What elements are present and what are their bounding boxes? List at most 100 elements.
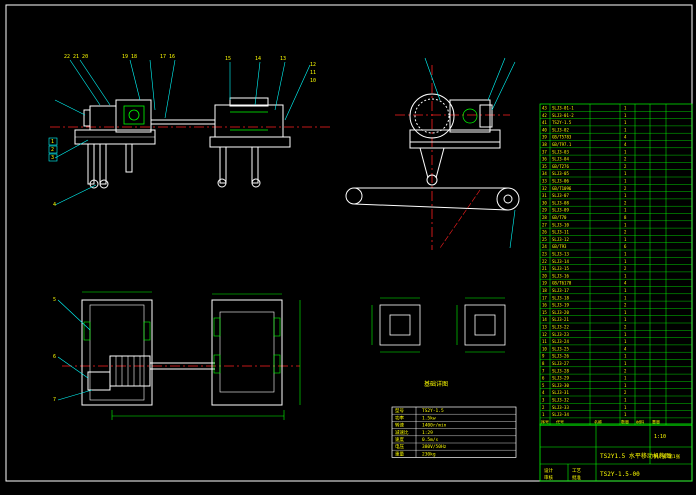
parts-row-code: SLJ3-01-1	[552, 106, 574, 111]
parts-row-number: 37	[542, 149, 547, 154]
parts-row-qty: 1	[624, 412, 627, 417]
tech-param-key: 电压	[395, 443, 404, 450]
parts-row-qty: 2	[624, 325, 627, 330]
title-block-title: TS2Y1.5 水平移动机构图	[600, 452, 671, 460]
parts-row-number: 40	[542, 127, 547, 132]
parts-row-code: GB/T93	[552, 244, 567, 249]
parts-row-number: 29	[542, 208, 547, 213]
svg-text:14: 14	[255, 56, 261, 62]
front-balloon-2: 2	[51, 147, 54, 153]
parts-row-qty: 1	[624, 310, 627, 315]
parts-row-qty: 1	[624, 237, 627, 242]
parts-row-number: 6	[542, 376, 545, 381]
parts-row-code: GB/T97.1	[552, 142, 572, 147]
tech-param-key: 重量	[395, 450, 404, 457]
parts-row-number: 35	[542, 164, 547, 169]
parts-row-qty: 1	[624, 127, 627, 132]
parts-row-qty: 1	[624, 179, 627, 184]
parts-row-code: SLJ3-11	[552, 230, 569, 235]
parts-row-code: TS2Y-1.5	[552, 120, 572, 125]
parts-row-code: SLJ3-14	[552, 259, 569, 264]
tech-param-key: 型号	[395, 407, 404, 414]
parts-row-code: GB/T6170	[552, 281, 572, 286]
title-block-approver: 批准	[572, 474, 581, 481]
svg-text:22 21 20: 22 21 20	[64, 54, 88, 60]
parts-row-qty: 2	[624, 368, 627, 373]
title-block-sheet: 共1张 第1张	[654, 453, 681, 460]
parts-row-qty: 1	[624, 120, 627, 125]
title-block-drawing-no: TS2Y-1.5-00	[600, 471, 640, 478]
parts-header-cell: 重量	[652, 418, 660, 424]
front-balloon-3: 3	[51, 155, 54, 161]
parts-row-code: SLJ3-09	[552, 208, 569, 213]
parts-row-qty: 1	[624, 288, 627, 293]
parts-row-number: 31	[542, 193, 547, 198]
parts-row-qty: 1	[624, 259, 627, 264]
drawing-border	[5, 4, 693, 482]
parts-row-code: SLJ3-27	[552, 361, 569, 366]
parts-row-number: 20	[542, 273, 547, 278]
parts-row-number: 24	[542, 244, 547, 249]
parts-row-number: 30	[542, 200, 547, 205]
gearbox	[115, 99, 152, 133]
plan-balloon-7: 7	[53, 397, 56, 403]
parts-row-number: 33	[542, 179, 547, 184]
parts-row-code: SLJ3-18	[552, 295, 569, 300]
front-balloon-1: 1	[51, 139, 54, 145]
parts-row-qty: 6	[624, 244, 627, 249]
parts-row-code: SLJ3-33	[552, 405, 569, 410]
tech-param-key: 减速比	[395, 429, 409, 436]
parts-row-qty: 4	[624, 135, 627, 140]
parts-row-number: 17	[542, 295, 547, 300]
parts-row-number: 14	[542, 317, 547, 322]
parts-row-number: 19	[542, 281, 547, 286]
parts-header-cell: 材料	[636, 418, 644, 424]
parts-row-number: 11	[542, 339, 547, 344]
parts-header-cell: 代号	[556, 418, 564, 424]
parts-row-code: GB/T5783	[552, 135, 572, 140]
parts-row-qty: 1	[624, 405, 627, 410]
parts-row-number: 23	[542, 252, 547, 257]
parts-row-qty: 4	[624, 281, 627, 286]
parts-row-qty: 1	[624, 339, 627, 344]
parts-row-qty: 8	[624, 215, 627, 220]
parts-row-code: SLJ3-10	[552, 222, 569, 227]
parts-row-qty: 1	[624, 106, 627, 111]
parts-row-number: 41	[542, 120, 547, 125]
parts-row-number: 25	[542, 237, 547, 242]
parts-row-code: SLJ3-30	[552, 383, 569, 388]
plan-left-frame	[81, 299, 153, 406]
parts-row-number: 18	[542, 288, 547, 293]
parts-row-code: SLJ3-13	[552, 252, 569, 257]
parts-row-code: SLJ3-01-2	[552, 113, 574, 118]
parts-row-code: SLJ3-25	[552, 346, 569, 351]
parts-header-cell: 序号	[541, 418, 549, 424]
parts-row-number: 16	[542, 303, 547, 308]
parts-row-qty: 2	[624, 266, 627, 271]
tech-param-value: 1.5kw	[422, 415, 436, 421]
parts-row-qty: 1	[624, 222, 627, 227]
parts-row-code: SLJ3-31	[552, 390, 569, 395]
parts-row-code: GB/T276	[552, 164, 569, 169]
parts-row-number: 32	[542, 186, 547, 191]
parts-header-cell: 名称	[594, 418, 602, 424]
parts-row-code: SLJ3-29	[552, 376, 569, 381]
plan-balloon-5: 5	[53, 297, 56, 303]
parts-row-number: 36	[542, 157, 547, 162]
parts-row-qty: 1	[624, 361, 627, 366]
parts-row-number: 9	[542, 354, 545, 359]
plan-view: 5 6 7	[53, 291, 301, 420]
tech-param-value: 380V/50Hz	[422, 444, 447, 450]
svg-text:10: 10	[310, 78, 316, 84]
parts-row-qty: 1	[624, 295, 627, 300]
parts-row-qty: 4	[624, 346, 627, 351]
parts-row-number: 42	[542, 113, 547, 118]
side-drum	[409, 93, 455, 139]
parts-row-number: 13	[542, 325, 547, 330]
parts-row-number: 43	[542, 106, 547, 111]
parts-row-code: SLJ3-17	[552, 288, 569, 293]
parts-row-qty: 1	[624, 317, 627, 322]
